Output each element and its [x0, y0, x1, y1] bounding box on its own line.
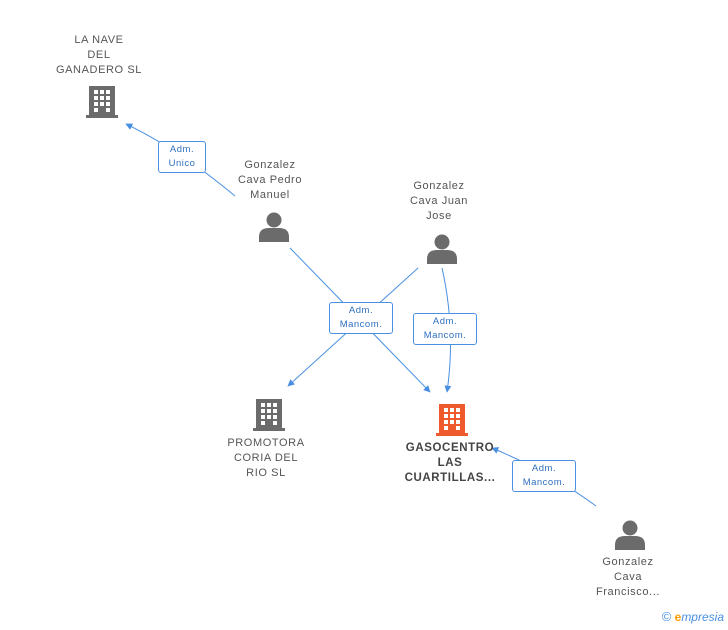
node-label-gasocentro[interactable]: GASOCENTRO LAS CUARTILLAS...: [404, 442, 496, 484]
person-icon-juan-jose[interactable]: [427, 234, 457, 265]
node-label-pedro-manuel[interactable]: Gonzalez Cava Pedro Manuel: [237, 159, 303, 201]
edge-label-adm-mancom-center[interactable]: Adm. Mancom.: [329, 302, 393, 334]
brand-logo: empresia: [674, 610, 724, 624]
node-label-promotora[interactable]: PROMOTORA CORIA DEL RIO SL: [227, 437, 305, 479]
person-icon-pedro-manuel[interactable]: [259, 212, 289, 243]
node-label-francisco[interactable]: Gonzalez Cava Francisco...: [595, 556, 661, 598]
node-label-juan-jose[interactable]: Gonzalez Cava Juan Jose: [410, 180, 468, 222]
edge-label-adm-mancom-francisco[interactable]: Adm. Mancom.: [512, 460, 576, 492]
building-icon-promotora[interactable]: [253, 399, 285, 431]
node-label-la-nave[interactable]: LA NAVE DEL GANADERO SL: [55, 34, 143, 76]
edge-label-adm-mancom-juan[interactable]: Adm. Mancom.: [413, 313, 477, 345]
edge-label-adm-unico[interactable]: Adm. Unico: [158, 141, 206, 173]
copyright-icon: ©: [661, 609, 672, 624]
footer-brand[interactable]: © empresia: [662, 609, 724, 624]
building-icon-gasocentro[interactable]: [436, 404, 468, 436]
building-icon-la-nave[interactable]: [86, 86, 118, 118]
person-icon-francisco[interactable]: [615, 520, 645, 551]
